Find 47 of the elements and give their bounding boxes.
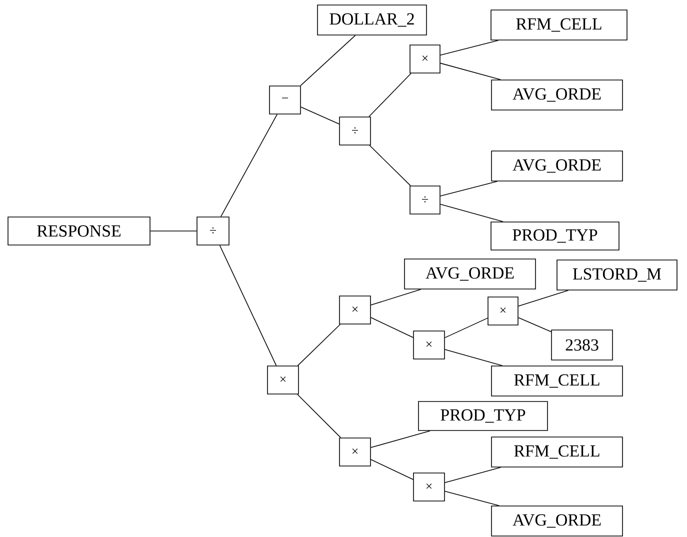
variable-box: PROD_TYP [418,401,548,431]
variable-box: AVG_ORDE [491,80,623,110]
connector-line [444,490,500,506]
connector-line [440,40,499,56]
connector-line [444,349,503,366]
connector-line [518,317,552,332]
variable-box: RFM_CELL [491,366,623,396]
connector-line [440,62,501,80]
connector-line [150,230,197,232]
variable-box: DOLLAR_2 [317,4,427,36]
operator-box: × [267,366,299,394]
operator-box: ÷ [410,186,440,214]
connector-line [368,73,412,117]
variable-box: RFM_CELL [491,436,623,468]
connector-line [444,467,502,484]
operator-box: ÷ [196,216,230,246]
connector-line [220,114,278,217]
operator-box: × [413,330,445,360]
connector-line [219,245,277,366]
connector-line [370,289,422,306]
connector-line [369,145,411,186]
connector-line [444,318,488,338]
operator-box: × [339,296,371,324]
connector-line [518,290,569,307]
variable-box: 2383 [551,330,613,360]
connector-line [300,106,340,124]
variable-box: PROD_TYP [490,222,620,250]
variable-box: AVG_ORDE [404,258,536,290]
connector-line [440,181,498,196]
operator-box: × [339,438,371,466]
variable-box: AVG_ORDE [491,150,623,182]
connector-line [370,317,414,338]
operator-box: × [413,472,445,502]
variable-box: AVG_ORDE [491,506,623,536]
operator-box: ÷ [339,116,371,146]
connector-line [370,459,414,480]
connector-line [440,204,504,222]
connector-line [300,35,356,86]
operator-box: × [410,44,440,74]
connector-line [370,430,430,448]
operator-box: × [488,296,518,326]
variable-box: RESPONSE [8,216,150,246]
variable-box: RFM_CELL [490,10,628,40]
operator-box: − [269,86,301,114]
variable-box: LSTORD_M [556,260,678,290]
connector-line [297,394,342,438]
connector-line [297,324,341,366]
